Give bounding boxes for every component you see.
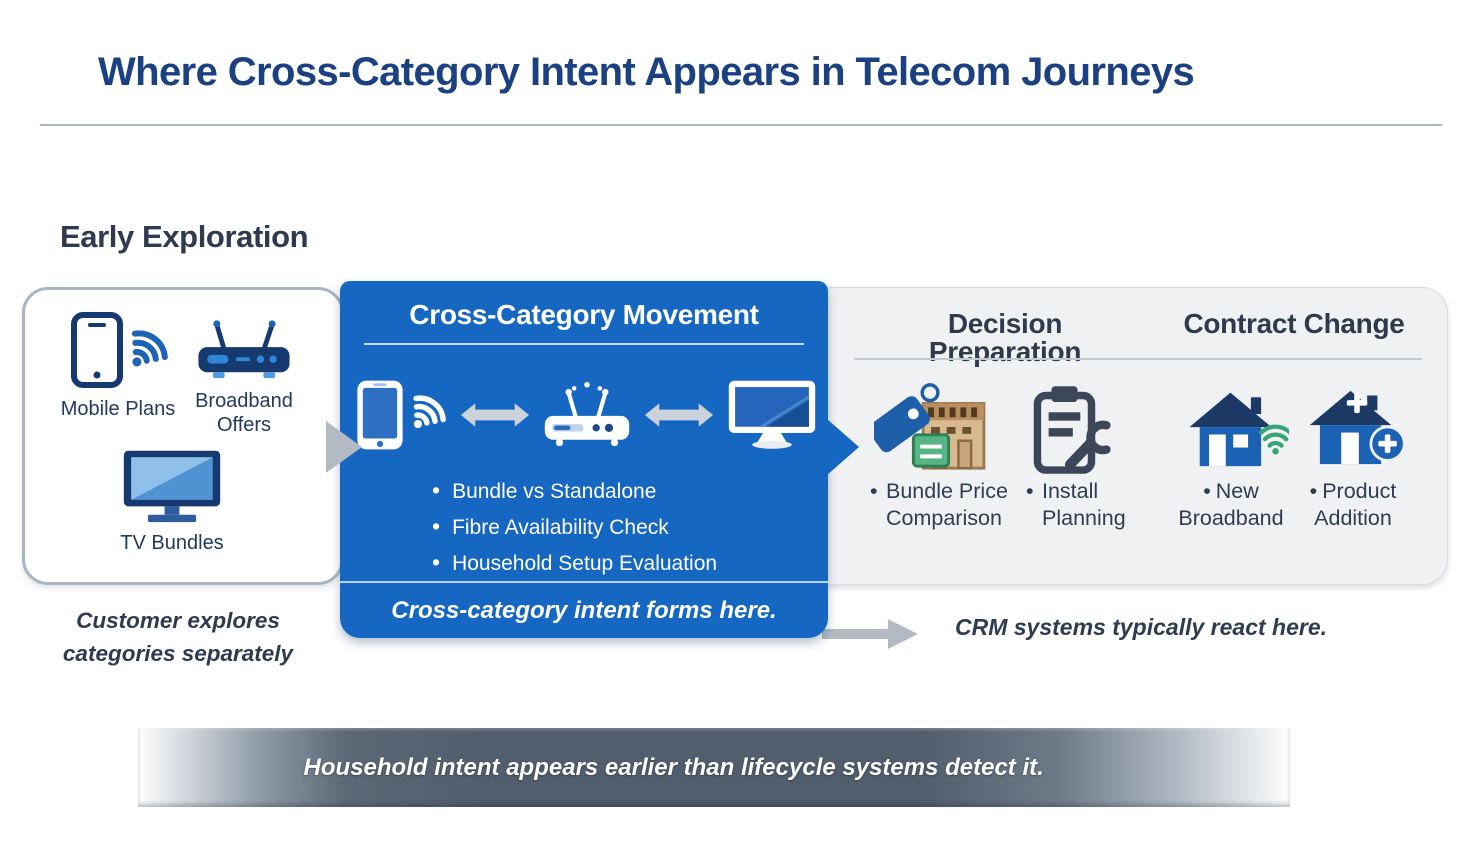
left-right-arrow-icon [644,403,714,427]
bullet-marker: • [432,549,441,575]
bullet-marker: • [1309,479,1318,503]
chevron-right-icon [326,421,362,473]
title-divider [40,124,1442,126]
category-tv-bundles: TV Bundles [87,448,257,555]
item-label: Bundle Price Comparison [886,479,1008,530]
house-wifi-icon [1189,392,1289,467]
movement-heading-divider [364,343,804,345]
movement-bullet-label: Bundle vs Standalone [452,480,657,503]
item-label: New Broadband [1178,479,1284,530]
broadband-router-icon [198,320,290,379]
bottom-banner: Household intent appears earlier than li… [138,728,1290,807]
left-right-arrow-icon [460,403,530,427]
movement-callout-divider [340,581,828,583]
page-title: Where Cross-Category Intent Appears in T… [98,50,1195,94]
movement-heading: Cross-Category Movement [409,299,759,330]
bullet-marker: • [1026,479,1034,503]
bullet-marker: • [432,513,441,539]
contract-item-new-broadband: •New Broadband [1172,478,1290,532]
early-exploration-caption: Customer explores categories separately [62,608,294,666]
right-arrow-icon [822,619,918,649]
item-label: Product Addition [1314,479,1397,530]
desktop-monitor-icon [728,380,816,449]
crm-note: CRM systems typically react here. [955,614,1328,640]
wifi-router-icon [544,382,630,447]
contract-item-product-addition: •Product Addition [1294,478,1412,532]
category-label: Broadband Offers [195,390,293,436]
price-tag-store-icon [874,383,986,470]
clipboard-wrench-icon [1033,386,1111,474]
movement-bullet-list: • Bundle vs Standalone • Fibre Availabil… [432,473,717,581]
decision-item-install-planning: • Install Planning [1024,478,1154,532]
banner-text: Household intent appears earlier than li… [303,753,1044,781]
bullet-marker: • [1203,479,1211,503]
decision-preparation-heading: Decision Preparation [928,308,1082,367]
category-mobile-plans: Mobile Plans [45,312,191,421]
movement-bullet: • Household Setup Evaluation [432,545,717,581]
tv-icon [123,450,221,523]
bullet-marker: • [432,477,441,503]
cross-category-movement-box: Cross-Category Movement [340,281,828,638]
early-exploration-heading: Early Exploration [60,219,309,254]
movement-bullet-label: Fibre Availability Check [452,516,669,539]
decision-item-bundle-price: • Bundle Price Comparison [868,478,1036,532]
late-journey-panel: Decision Preparation Contract Change [828,287,1448,585]
movement-callout: Cross-category intent forms here. [391,597,777,624]
mobile-phone-wifi-icon [71,312,168,388]
panel-heading-divider [854,358,1422,360]
movement-bullet: • Bundle vs Standalone [432,473,717,509]
movement-bullet-label: Household Setup Evaluation [452,552,718,575]
movement-bullet: • Fibre Availability Check [432,509,717,545]
category-label: Mobile Plans [60,398,176,420]
contract-change-heading: Contract Change [1183,308,1405,339]
item-label: Install Planning [1042,479,1126,530]
smartphone-wifi-icon [357,380,446,450]
bullet-marker: • [870,479,878,503]
chevron-right-blue-icon [827,419,859,475]
early-exploration-box: Mobile Plans Broadband Offers [22,287,344,585]
house-plus-icon [1309,390,1406,465]
category-broadband-offers: Broadband Offers [179,318,309,437]
movement-icon-row [340,377,828,453]
category-label: TV Bundles [120,532,224,554]
